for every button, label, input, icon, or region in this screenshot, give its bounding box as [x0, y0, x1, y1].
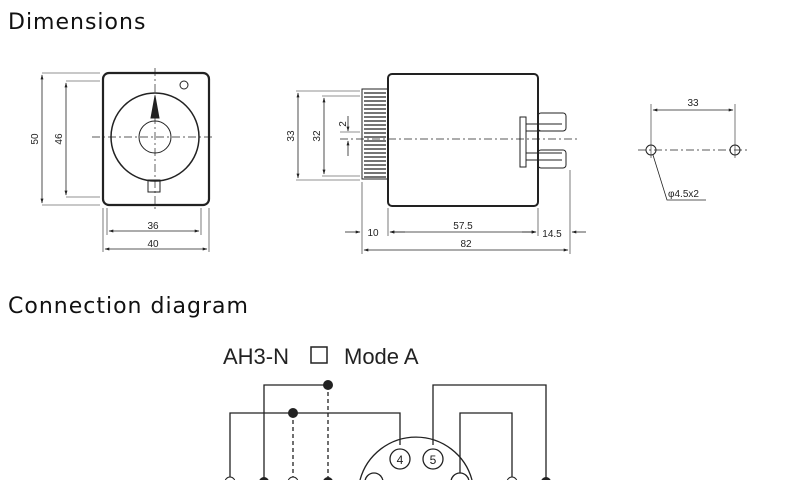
mounting-view: [638, 104, 748, 201]
terminal-6: [450, 472, 470, 480]
wire-end-2: [259, 477, 269, 480]
pin-upper: [537, 112, 567, 132]
mode-label: AH3-N: [223, 344, 289, 369]
wire-end-3: [287, 476, 299, 480]
knurled-knob: [361, 88, 389, 180]
wiring: [229, 384, 547, 480]
dim-hole-spec: φ4.5x2: [668, 189, 699, 200]
terminal-5-label: 5: [430, 453, 437, 467]
wire-end-4: [323, 477, 333, 480]
front-switch: [147, 179, 161, 193]
dim-knob-depth: 10: [367, 228, 379, 239]
socket-base: [519, 116, 527, 168]
dim-front-height-outer: 50: [30, 133, 41, 145]
mode-checkbox-symbol: [310, 346, 328, 364]
wire-end-1: [224, 476, 236, 480]
front-view: [40, 68, 215, 252]
dim-side-offset: 2: [338, 121, 349, 127]
dim-total-length: 82: [460, 239, 472, 250]
dim-front-height-inner: 46: [54, 133, 65, 145]
dim-front-width-inner: 36: [147, 221, 159, 232]
terminal-3: [364, 472, 384, 480]
pin-lower: [537, 149, 567, 169]
dim-side-height-inner: 32: [312, 130, 323, 142]
wire-end-5: [506, 476, 518, 480]
mode-suffix: Mode A: [344, 344, 419, 369]
side-view: [296, 73, 586, 254]
dim-front-width-outer: 40: [147, 239, 159, 250]
terminal-5: [422, 448, 444, 470]
dim-hole-spacing: 33: [687, 98, 699, 109]
dimensions-title: Dimensions: [8, 10, 147, 35]
indicator-led: [179, 80, 189, 90]
side-housing: [387, 73, 539, 207]
dim-side-height-outer: 33: [286, 130, 297, 142]
junction-dot-top: [323, 380, 333, 390]
dim-body-length: 57.5: [453, 221, 473, 232]
wire-end-6: [541, 477, 551, 480]
dim-pin-length: 14.5: [542, 229, 562, 240]
connection-diagram-title: Connection diagram: [8, 294, 249, 319]
front-housing: [101, 71, 211, 207]
terminal-4-label: 4: [397, 453, 404, 467]
junction-dot-mid: [288, 408, 298, 418]
terminal-4: [389, 448, 411, 470]
